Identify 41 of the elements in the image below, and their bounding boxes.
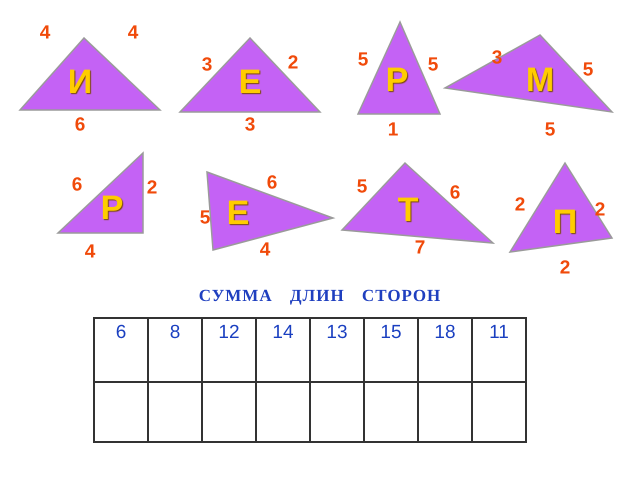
side-length: 4 [128, 24, 138, 42]
side-length: 1 [388, 120, 398, 140]
letter: Е [226, 196, 250, 230]
side-length: 4 [260, 240, 270, 260]
side-length: 5 [356, 178, 368, 196]
sum-heading: 11 [472, 318, 526, 382]
side-length: 5 [358, 50, 368, 70]
side-length: 2 [560, 258, 570, 278]
side-length: 4 [84, 242, 96, 262]
side-length: 6 [74, 116, 86, 134]
letter: М [526, 63, 554, 97]
side-length: 3 [244, 116, 256, 134]
letter: Е [238, 65, 262, 99]
side-length: 2 [288, 54, 298, 72]
sum-heading: 15 [364, 318, 418, 382]
letter: Р [100, 191, 124, 225]
side-length: 2 [146, 178, 158, 198]
letter: И [68, 65, 92, 99]
sum-heading: 6 [94, 318, 148, 382]
table-title: СУММА ДЛИН СТОРОН [198, 286, 442, 306]
sum-heading: 18 [418, 318, 472, 382]
side-length: 6 [266, 174, 278, 192]
sum-heading: 13 [310, 318, 364, 382]
side-length: 5 [582, 60, 594, 80]
letter: Т [398, 193, 418, 227]
side-length: 2 [514, 196, 526, 214]
letter: Р [386, 63, 408, 97]
sum-heading: 8 [148, 318, 202, 382]
side-length: 3 [492, 48, 502, 68]
side-length: 6 [72, 176, 82, 194]
sum-heading: 14 [256, 318, 310, 382]
sum-heading: 12 [202, 318, 256, 382]
side-length: 2 [594, 200, 606, 220]
side-length: 5 [544, 120, 556, 140]
side-length: 7 [414, 238, 426, 258]
side-length: 4 [40, 24, 50, 42]
side-length: 5 [428, 56, 438, 74]
letter: П [552, 205, 578, 239]
side-length: 5 [200, 208, 210, 228]
side-length: 3 [202, 56, 212, 74]
side-length: 6 [450, 184, 460, 202]
